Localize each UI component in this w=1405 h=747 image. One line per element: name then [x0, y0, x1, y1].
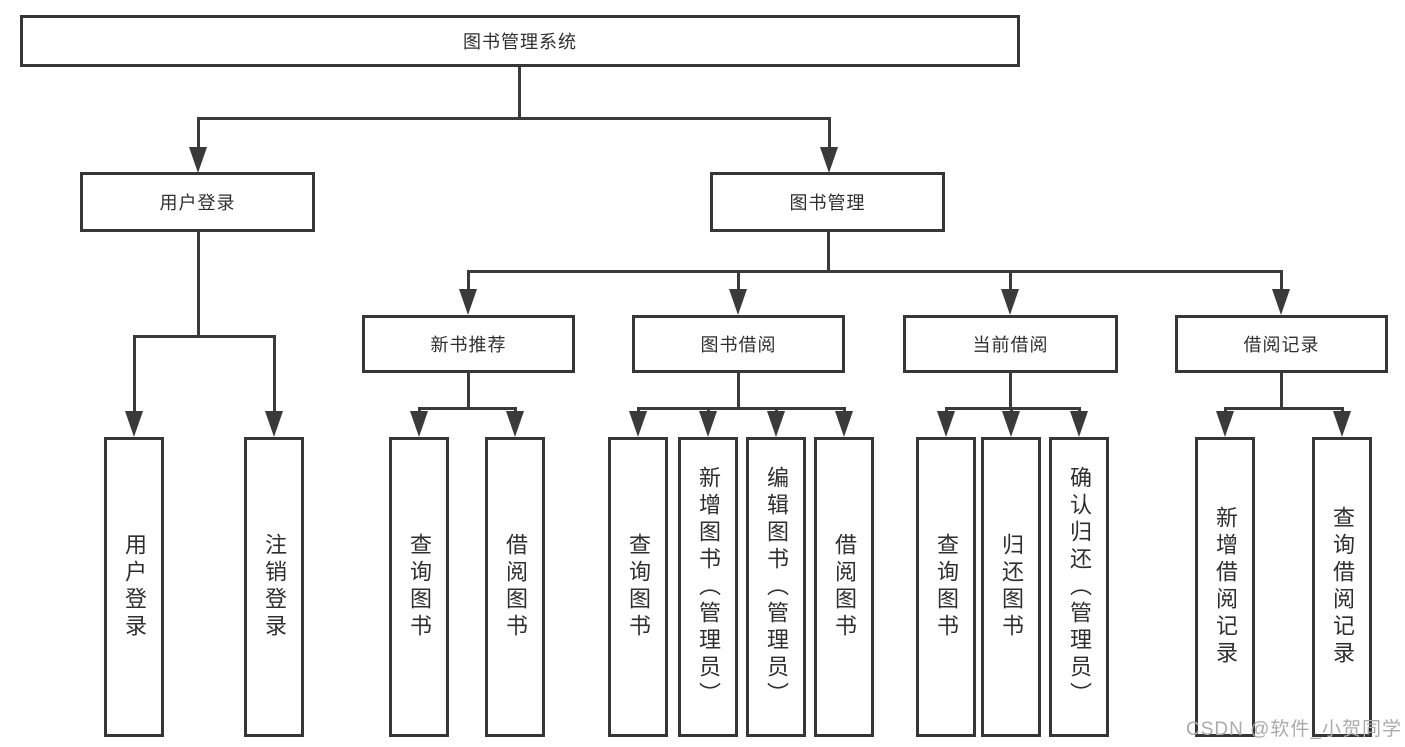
connector-line	[637, 407, 846, 410]
node-label: 图书管理系统	[463, 32, 577, 52]
leaf-label: 查询图书	[407, 533, 432, 641]
connector-line	[1009, 270, 1012, 292]
leaf-query-books-1: 查询图书	[389, 437, 449, 737]
node-label: 图书借阅	[700, 335, 777, 355]
connector-line	[1280, 371, 1283, 410]
leaf-query-books-3: 查询图书	[916, 437, 976, 737]
arrow-down-icon	[835, 411, 853, 437]
connector-line	[197, 117, 831, 120]
arrow-down-icon	[459, 289, 477, 315]
connector-line	[133, 335, 136, 413]
leaf-label: 确认归还（管理员）	[1067, 465, 1092, 709]
arrow-down-icon	[1002, 411, 1020, 437]
arrow-down-icon	[125, 411, 143, 437]
leaf-add-borrow-record: 新增借阅记录	[1195, 437, 1255, 737]
arrow-down-icon	[1001, 289, 1019, 315]
arrow-down-icon	[265, 411, 283, 437]
connector-line	[133, 335, 276, 338]
leaf-label: 用户登录	[122, 533, 147, 641]
arrow-down-icon	[937, 411, 955, 437]
connector-line	[827, 230, 830, 273]
connector-line	[1280, 270, 1283, 292]
arrow-down-icon	[1272, 289, 1290, 315]
arrow-down-icon	[1070, 411, 1088, 437]
connector-line	[518, 65, 521, 120]
leaf-borrow-books-2: 借阅图书	[814, 437, 874, 737]
leaf-label: 查询图书	[934, 533, 959, 641]
node-label: 图书管理	[789, 193, 866, 213]
connector-line	[1009, 371, 1012, 410]
node-book-management: 图书管理	[710, 172, 945, 232]
leaf-label: 注销登录	[262, 533, 287, 641]
node-label: 借阅记录	[1243, 335, 1320, 355]
connector-line	[467, 270, 1282, 273]
node-book-borrow: 图书借阅	[632, 315, 845, 373]
leaf-label: 借阅图书	[503, 533, 528, 641]
leaf-logout: 注销登录	[244, 437, 304, 737]
connector-line	[828, 117, 831, 150]
node-label: 新书推荐	[430, 335, 507, 355]
connector-line	[737, 270, 740, 292]
connector-line	[945, 407, 1081, 410]
connector-line	[197, 230, 200, 337]
csdn-watermark: CSDN @软件_小贺同学	[1186, 719, 1402, 740]
arrow-down-icon	[629, 411, 647, 437]
leaf-return-books: 归还图书	[981, 437, 1041, 737]
arrow-down-icon	[767, 411, 785, 437]
arrow-down-icon	[1333, 411, 1351, 437]
connector-line	[737, 371, 740, 410]
node-user-login: 用户登录	[80, 172, 315, 232]
leaf-label: 新增借阅记录	[1213, 506, 1238, 668]
arrow-down-icon	[410, 411, 428, 437]
arrow-down-icon	[506, 411, 524, 437]
leaf-label: 查询借阅记录	[1330, 506, 1355, 668]
node-label: 当前借阅	[972, 335, 1049, 355]
node-root-library-system: 图书管理系统	[20, 15, 1020, 67]
connector-line	[197, 117, 200, 150]
connector-line	[467, 371, 470, 410]
leaf-edit-books-admin: 编辑图书（管理员）	[746, 437, 806, 737]
leaf-add-books-admin: 新增图书（管理员）	[678, 437, 738, 737]
node-label: 用户登录	[159, 193, 236, 213]
arrow-down-icon	[189, 147, 207, 173]
connector-line	[273, 335, 276, 413]
leaf-user-login: 用户登录	[104, 437, 164, 737]
leaf-label: 新增图书（管理员）	[696, 465, 721, 709]
leaf-confirm-return-admin: 确认归还（管理员）	[1049, 437, 1109, 737]
leaf-label: 借阅图书	[832, 533, 857, 641]
arrow-down-icon	[699, 411, 717, 437]
arrow-down-icon	[1216, 411, 1234, 437]
node-current-borrow: 当前借阅	[903, 315, 1118, 373]
connector-line	[418, 407, 517, 410]
node-borrow-records: 借阅记录	[1175, 315, 1388, 373]
connector-line	[1224, 407, 1344, 410]
arrow-down-icon	[729, 289, 747, 315]
connector-line	[467, 270, 470, 292]
leaf-label: 查询图书	[626, 533, 651, 641]
node-new-book-recommend: 新书推荐	[362, 315, 575, 373]
leaf-query-borrow-record: 查询借阅记录	[1312, 437, 1372, 737]
leaf-query-books-2: 查询图书	[608, 437, 668, 737]
leaf-label: 归还图书	[999, 533, 1024, 641]
leaf-borrow-books-1: 借阅图书	[485, 437, 545, 737]
leaf-label: 编辑图书（管理员）	[764, 465, 789, 709]
arrow-down-icon	[820, 147, 838, 173]
